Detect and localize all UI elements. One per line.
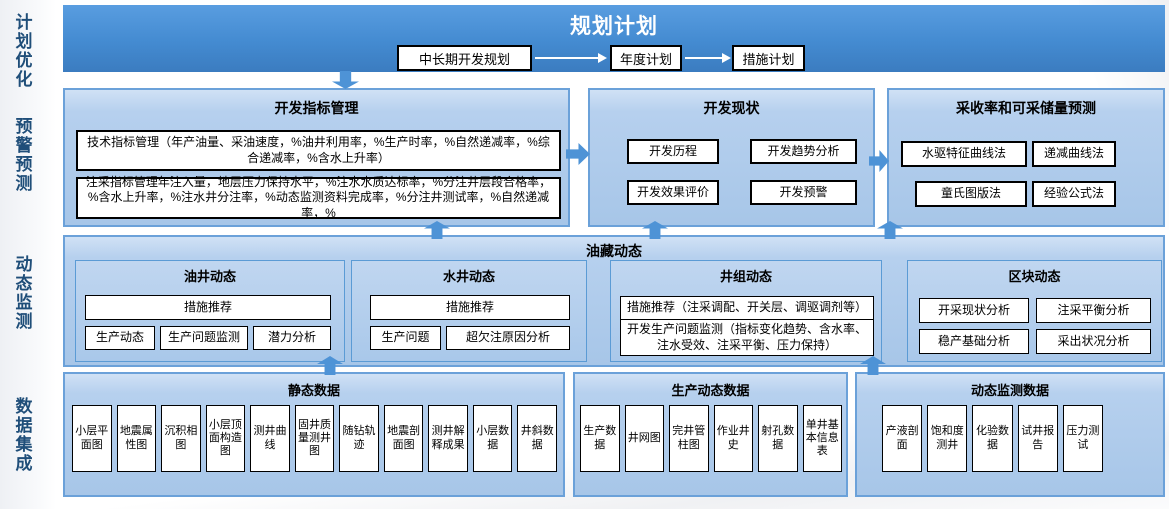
static-data-box: 地震属性图 — [116, 405, 157, 472]
subpanel-oil-well: 油井动态 措施推荐 生产动态 生产问题监测 潜力分析 — [75, 260, 345, 362]
static-data-box: 测井曲线 — [250, 405, 290, 472]
oil-well-potential-box: 潜力分析 — [253, 326, 331, 350]
status-box-warning: 开发预警 — [750, 180, 857, 205]
production-data-title: 生产动态数据 — [671, 383, 750, 398]
rail-label-warning-forecast: 预警预测 — [15, 117, 33, 194]
well-group-title: 井组动态 — [719, 269, 772, 284]
well-group-monitor-box: 开发生产问题监测（指标变化趋势、含水率、注水受效、注采平衡、压力保持） — [620, 319, 874, 356]
recovery-box-decline: 递减曲线法 — [1032, 141, 1116, 167]
block-stable-base-box: 稳产基础分析 — [919, 329, 1029, 354]
oil-well-production-box: 生产动态 — [85, 326, 155, 350]
panel-production-data: 生产动态数据 生产数据井网图完井管柱图作业井史射孔数据单井基本信息表 — [573, 372, 848, 497]
monitoring-data-boxes: 产液剖面饱和度测井化验数据试井报告压力测试 — [882, 405, 1104, 472]
subpanel-well-group: 井组动态 措施推荐（注采调配、开关层、调驱调剂等） 开发生产问题监测（指标变化趋… — [610, 260, 882, 362]
well-group-recommend-box: 措施推荐（注采调配、开关层、调驱调剂等） — [620, 296, 874, 320]
production-data-box: 作业井史 — [713, 405, 753, 472]
panel-indicator-management: 开发指标管理 技术指标管理（年产油量、采油速度，%油井利用率，%生产时率，%自然… — [63, 88, 570, 227]
static-data-box: 小层顶面构造图 — [205, 405, 246, 472]
block-mining-status-box: 开采现状分析 — [919, 298, 1029, 323]
oil-well-problem-box: 生产问题监测 — [160, 326, 248, 350]
oil-well-recommend-box: 措施推荐 — [85, 295, 331, 320]
planning-bar: 规划计划 中长期开发规划 年度计划 措施计划 — [63, 5, 1165, 72]
production-data-box: 生产数据 — [580, 405, 620, 472]
monitoring-data-box: 化验数据 — [972, 405, 1013, 472]
monitoring-data-title: 动态监测数据 — [970, 383, 1049, 398]
panel-recovery-title: 采收率和可采储量预测 — [956, 100, 1096, 116]
arrow-step1-to-step2 — [535, 53, 607, 63]
panel-development-status: 开发现状 开发历程 开发趋势分析 开发效果评价 开发预警 — [588, 88, 875, 227]
arrow-down-bar-to-indicator — [332, 71, 359, 89]
production-data-box: 单井基本信息表 — [802, 405, 842, 472]
static-data-boxes: 小层平面图地震属性图沉积相图小层顶面构造图测井曲线固井质量测井图随钻轨迹地震剖面… — [72, 405, 558, 472]
subpanel-block: 区块动态 开采现状分析 注采平衡分析 稳产基础分析 采出状况分析 — [907, 260, 1162, 362]
production-data-boxes: 生产数据井网图完井管柱图作业井史射孔数据单井基本信息表 — [580, 405, 842, 472]
rail-label-data-integration: 数据集成 — [15, 397, 33, 474]
static-data-box: 沉积相图 — [161, 405, 201, 472]
static-data-box: 随钻轨迹 — [339, 405, 379, 472]
water-well-problem-box: 生产问题 — [370, 326, 441, 350]
arrowhead-icon — [598, 53, 607, 63]
panel-reservoir-dynamics: 油藏动态 油井动态 措施推荐 生产动态 生产问题监测 潜力分析 水井动态 措施推… — [63, 235, 1165, 367]
panel-status-title: 开发现状 — [703, 100, 760, 116]
water-well-recommend-box: 措施推荐 — [370, 295, 570, 320]
monitoring-data-box: 饱和度测井 — [927, 405, 968, 472]
static-data-box: 井斜数据 — [517, 405, 558, 472]
production-data-box: 射孔数据 — [758, 405, 798, 472]
panel-recovery-prediction: 采收率和可采储量预测 水驱特征曲线法 递减曲线法 童氏图版法 经验公式法 — [887, 88, 1165, 227]
panel-monitoring-data: 动态监测数据 产液剖面饱和度测井化验数据试井报告压力测试 — [855, 372, 1165, 497]
recovery-box-empirical: 经验公式法 — [1032, 181, 1116, 207]
panel-indicator-title: 开发指标管理 — [274, 100, 359, 116]
step-longterm-plan: 中长期开发规划 — [397, 45, 532, 71]
status-box-history: 开发历程 — [627, 139, 719, 164]
static-data-box: 测井解释成果 — [428, 405, 468, 472]
monitoring-data-box: 产液剖面 — [882, 405, 923, 472]
block-output-status-box: 采出状况分析 — [1036, 329, 1151, 354]
tech-indicator-box: 技术指标管理（年产油量、采油速度，%油井利用率，%生产时率，%自然递减率，%综合… — [76, 130, 561, 171]
arrowhead-icon — [722, 53, 731, 63]
water-well-injection-cause-box: 超欠注原因分析 — [446, 326, 570, 350]
planning-title: 规划计划 — [570, 15, 658, 38]
status-box-effect: 开发效果评价 — [627, 180, 719, 205]
injection-indicator-box: 注采指标管理年注入量，地层压力保持水平，%注水水质达标率，%分注井层段合格率，%… — [76, 175, 561, 220]
rail-label-dynamic-monitor: 动态监测 — [15, 255, 33, 332]
monitoring-data-box: 压力测试 — [1062, 405, 1104, 472]
static-data-box: 地震剖面图 — [383, 405, 424, 472]
static-data-box: 小层平面图 — [72, 405, 112, 472]
left-rail-background — [0, 0, 56, 509]
step-measure-plan: 措施计划 — [732, 45, 805, 71]
status-box-trend: 开发趋势分析 — [750, 139, 857, 164]
production-data-box: 井网图 — [624, 405, 664, 472]
step-annual-plan: 年度计划 — [610, 45, 682, 71]
monitoring-data-box: 试井报告 — [1017, 405, 1058, 472]
static-data-title: 静态数据 — [287, 383, 340, 398]
subpanel-water-well: 水井动态 措施推荐 生产问题 超欠注原因分析 — [351, 260, 587, 362]
panel-static-data: 静态数据 小层平面图地震属性图沉积相图小层顶面构造图测井曲线固井质量测井图随钻轨… — [63, 372, 565, 497]
rail-label-plan-optimization: 计划优化 — [15, 13, 33, 90]
recovery-box-waterdrive: 水驱特征曲线法 — [901, 141, 1027, 167]
production-data-box: 完井管柱图 — [669, 405, 709, 472]
oil-well-title: 油井动态 — [183, 269, 236, 284]
water-well-title: 水井动态 — [442, 269, 495, 284]
static-data-box: 小层数据 — [472, 405, 513, 472]
reservoir-title: 油藏动态 — [586, 243, 642, 259]
block-title: 区块动态 — [1008, 269, 1061, 284]
arrow-step2-to-step3 — [685, 53, 731, 63]
recovery-box-tong-chart: 童氏图版法 — [915, 181, 1027, 207]
block-balance-box: 注采平衡分析 — [1036, 298, 1151, 323]
static-data-box: 固井质量测井图 — [294, 405, 335, 472]
